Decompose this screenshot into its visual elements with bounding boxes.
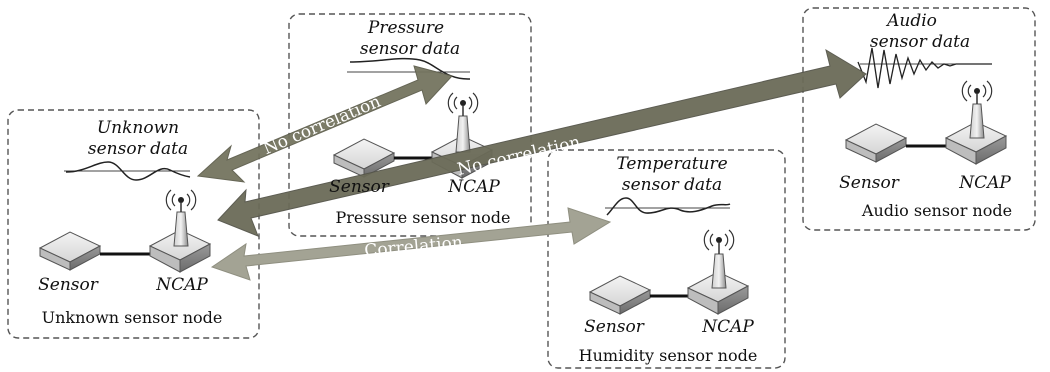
humidity-ncap-icon xyxy=(686,229,750,315)
unknown-node-caption: Unknown sensor node xyxy=(42,308,223,327)
humidity-node-box xyxy=(547,149,786,369)
unknown-ncap-icon xyxy=(148,189,212,273)
audio-data-title-line1: Audio xyxy=(885,11,937,31)
humidity-ncap-label: NCAP xyxy=(701,317,754,337)
temperature-data-title-line2: sensor data xyxy=(622,175,722,195)
pressure-data-title-line1: Pressure xyxy=(367,18,444,38)
pressure-sensor-device-icon xyxy=(332,138,396,178)
unknown-node-box xyxy=(7,109,260,339)
unknown-data-title-line1: Unknown xyxy=(97,118,179,138)
humidity-sensor-label: Sensor xyxy=(584,317,645,337)
unknown-sensor-device-icon xyxy=(38,231,102,271)
unknown-data-title-line2: sensor data xyxy=(88,139,188,159)
audio-node-caption: Audio sensor node xyxy=(861,201,1012,220)
humidity-sensor-device-icon xyxy=(588,275,652,315)
audio-ncap-icon xyxy=(944,80,1008,165)
humidity-node-caption: Humidity sensor node xyxy=(579,346,758,365)
audio-sensor-data-plot xyxy=(857,47,992,89)
audio-ncap-label: NCAP xyxy=(958,173,1011,193)
unknown-ncap-label: NCAP xyxy=(155,275,208,295)
audio-sensor-label: Sensor xyxy=(839,173,900,193)
pressure-ncap-label: NCAP xyxy=(447,177,500,197)
pressure-sensor-label: Sensor xyxy=(329,177,390,197)
temperature-data-title-line1: Temperature xyxy=(616,154,727,174)
temperature-sensor-data-plot xyxy=(605,197,731,216)
humidity-arrow-label: Correlation xyxy=(364,233,464,262)
pressure-node-box xyxy=(288,13,532,237)
pressure-data-title-line2: sensor data xyxy=(360,39,460,59)
pressure-node-caption: Pressure sensor node xyxy=(335,208,510,227)
audio-node-box xyxy=(802,7,1036,231)
audio-data-title-line2: sensor data xyxy=(870,32,970,52)
unknown-sensor-data-plot xyxy=(64,161,191,181)
audio-sensor-device-icon xyxy=(844,123,908,163)
unknown-sensor-label: Sensor xyxy=(38,275,99,295)
audio-no-correlation-arrow: No correlation xyxy=(217,48,867,237)
